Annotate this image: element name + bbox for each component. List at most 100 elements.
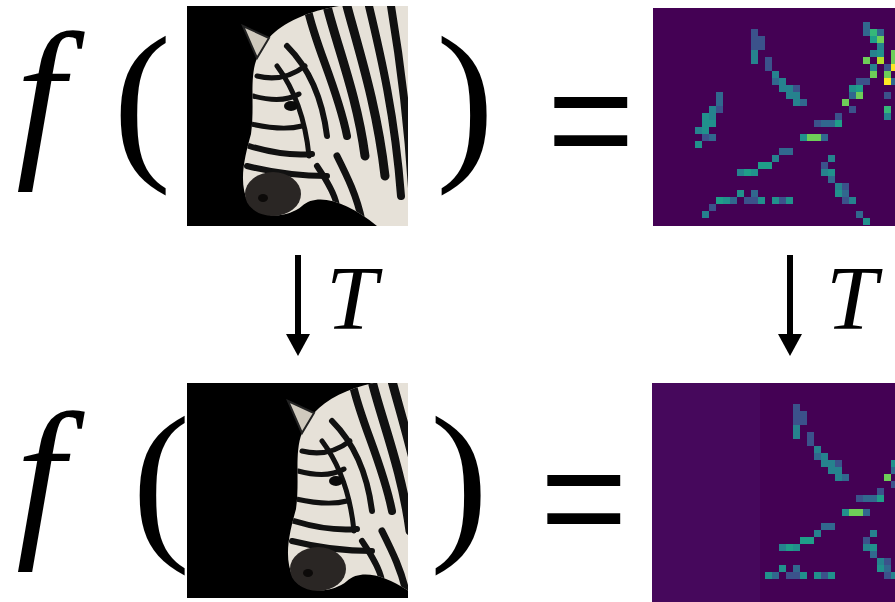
heatmap-cell xyxy=(793,404,800,411)
heatmap-cell xyxy=(772,197,779,204)
heatmap-cell xyxy=(884,474,891,481)
heatmap-cell xyxy=(849,197,856,204)
heatmap xyxy=(653,8,895,226)
heatmap-cell xyxy=(772,78,779,85)
heatmap-cell xyxy=(779,544,786,551)
heatmap-cell xyxy=(793,425,800,432)
heatmap-cell xyxy=(842,509,849,516)
heatmap-cell xyxy=(758,43,765,50)
heatmap-cell xyxy=(765,64,772,71)
heatmap-cell xyxy=(702,120,709,127)
heatmap-cell xyxy=(779,148,786,155)
heatmap-cell xyxy=(751,57,758,64)
heatmap-cell xyxy=(793,425,800,432)
heatmap-cell xyxy=(835,460,842,467)
heatmap-cell xyxy=(800,99,807,106)
heatmap-cell xyxy=(751,43,758,50)
heatmap-cell xyxy=(849,509,856,516)
heatmap-cell xyxy=(877,495,884,502)
heatmap-cell xyxy=(884,113,891,120)
heatmap-cell xyxy=(891,460,895,467)
heatmap-cell xyxy=(842,190,849,197)
parenthesis: ) xyxy=(436,12,494,187)
heatmap-cell xyxy=(884,64,891,71)
heatmap-cell xyxy=(828,169,835,176)
heatmap-cell xyxy=(877,43,884,50)
heatmap-cell xyxy=(870,29,877,36)
heatmap-cell xyxy=(786,197,793,204)
heatmap-cell xyxy=(849,106,856,113)
heatmap-cell xyxy=(709,106,716,113)
parenthesis: ( xyxy=(132,392,190,567)
heatmap-cell xyxy=(793,404,800,411)
heatmap-cell xyxy=(814,572,821,579)
heatmap-cell xyxy=(877,36,884,43)
heatmap-cell xyxy=(730,197,737,204)
heatmap-cell xyxy=(807,439,814,446)
heatmap-cell xyxy=(758,197,765,204)
heatmap-cell xyxy=(807,439,814,446)
heatmap-cell xyxy=(737,190,744,197)
heatmap-cell xyxy=(870,29,877,36)
heatmap-cell xyxy=(786,85,793,92)
heatmap-cell xyxy=(814,572,821,579)
heatmap-cell xyxy=(856,211,863,218)
heatmap-cell xyxy=(800,411,807,418)
heatmap-cell xyxy=(856,78,863,85)
heatmap-cell xyxy=(877,43,884,50)
heatmap-cell xyxy=(814,530,821,537)
heatmap-cell xyxy=(751,50,758,57)
heatmap-cell xyxy=(828,572,835,579)
heatmap-cell xyxy=(821,134,828,141)
heatmap-cell xyxy=(800,572,807,579)
heatmap-cell xyxy=(856,509,863,516)
heatmap-cell xyxy=(800,572,807,579)
heatmap-cell xyxy=(870,71,877,78)
heatmap-cell xyxy=(758,197,765,204)
heatmap-cell xyxy=(737,190,744,197)
equals-sign: = xyxy=(540,422,628,572)
heatmap-cell xyxy=(856,92,863,99)
transform-symbol: T xyxy=(826,252,877,344)
heatmap-cell xyxy=(828,572,835,579)
arrow-head xyxy=(286,334,310,356)
heatmap-cell xyxy=(786,197,793,204)
heatmap-cell xyxy=(751,50,758,57)
heatmap-cell xyxy=(877,488,884,495)
heatmap-cell xyxy=(765,57,772,64)
heatmap-cell xyxy=(709,204,716,211)
heatmap-cell xyxy=(793,411,800,418)
function-symbol: f xyxy=(16,9,65,184)
arrow-shaft xyxy=(295,255,301,338)
heatmap-cell xyxy=(751,169,758,176)
heatmap-cell xyxy=(842,99,849,106)
heatmap-cell xyxy=(786,544,793,551)
heatmap-cell xyxy=(884,572,891,579)
heatmap-cell xyxy=(800,134,807,141)
heatmap xyxy=(652,383,895,602)
heatmap-cell xyxy=(807,134,814,141)
heatmap-cell xyxy=(835,120,842,127)
heatmap-cell xyxy=(870,551,877,558)
heatmap-cell xyxy=(751,50,758,57)
heatmap-cell xyxy=(821,169,828,176)
parenthesis: ) xyxy=(430,392,488,567)
heatmap-cell xyxy=(870,530,877,537)
heatmap-cell xyxy=(828,120,835,127)
heatmap-cell xyxy=(891,50,895,57)
heatmap-cell xyxy=(793,572,800,579)
heatmap-cell xyxy=(821,120,828,127)
heatmap-cell xyxy=(758,162,765,169)
heatmap-cell xyxy=(891,481,895,488)
heatmap-cell xyxy=(793,544,800,551)
heatmap-cell xyxy=(877,57,884,64)
heatmap-cell xyxy=(828,460,835,467)
heatmap-cell xyxy=(716,92,723,99)
heatmap-cell xyxy=(828,467,835,474)
transform-symbol: T xyxy=(326,252,377,344)
heatmap-cell xyxy=(779,565,786,572)
heatmap-cell xyxy=(709,113,716,120)
heatmap-cell xyxy=(849,197,856,204)
heatmap-cell xyxy=(863,78,870,85)
heatmap-cell xyxy=(884,113,891,120)
